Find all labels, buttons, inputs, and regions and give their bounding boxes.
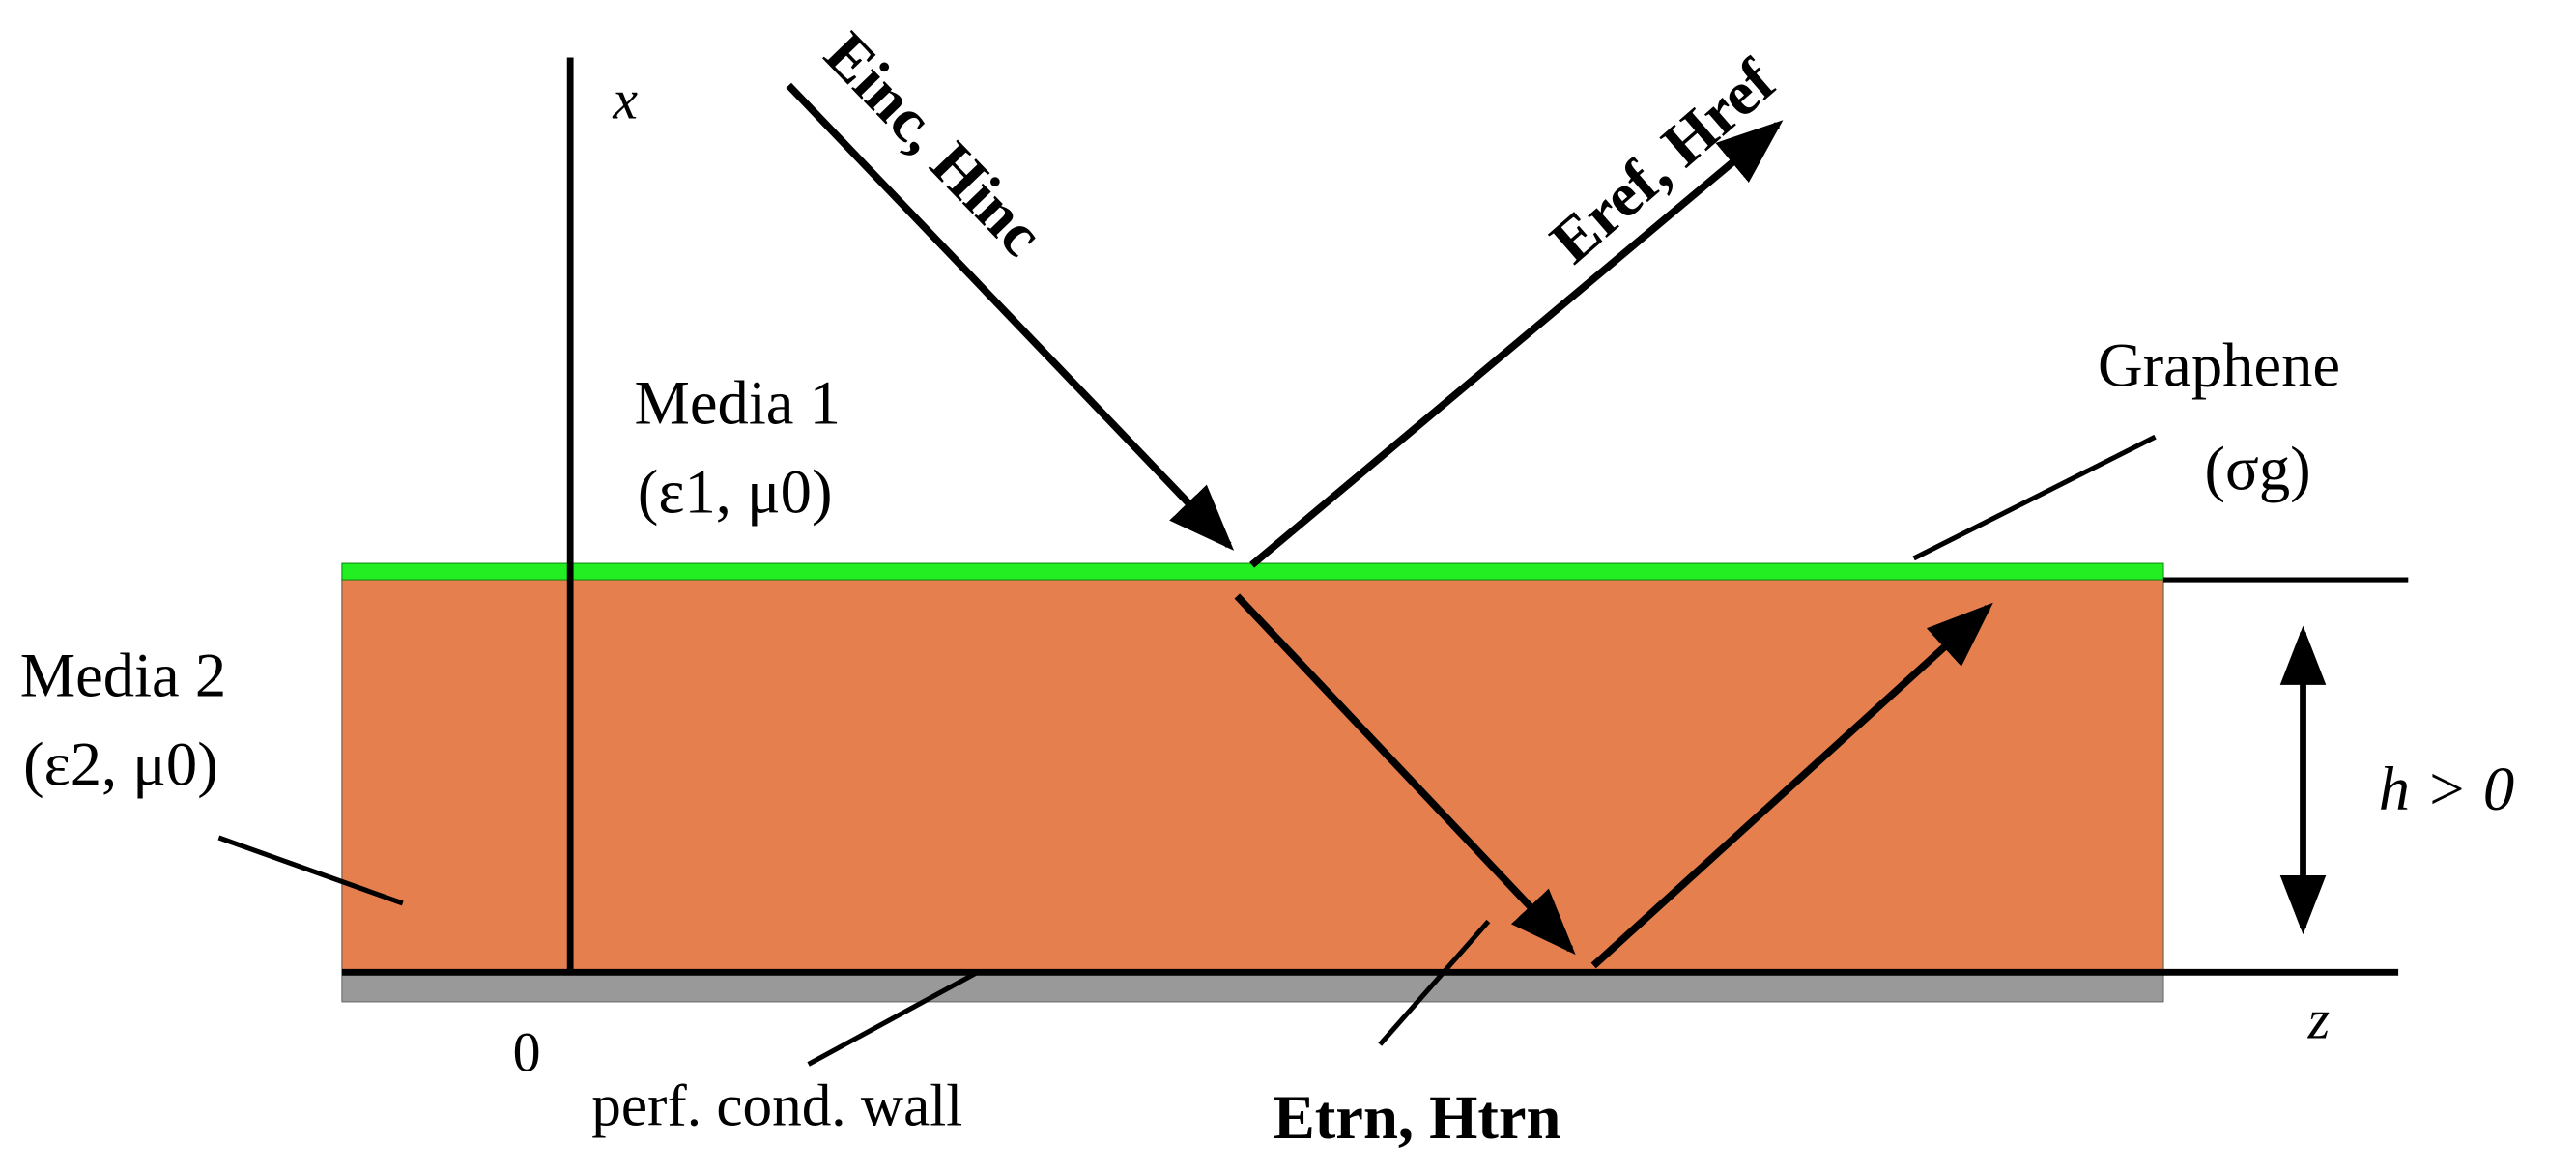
incident-arrow xyxy=(786,82,1235,551)
reflected-arrow xyxy=(1249,120,1784,568)
media1-name: Media 1 xyxy=(634,368,840,438)
graphene-param: (σg) xyxy=(2205,434,2311,504)
transmitted-label: Etrn, Htrn xyxy=(1274,1082,1561,1152)
graphene-leader xyxy=(1912,434,2157,561)
wall-label: perf. cond. wall xyxy=(591,1072,962,1138)
origin-label: 0 xyxy=(513,1021,541,1083)
reflected-label: Eref, Href xyxy=(1537,44,1789,276)
media2-name: Media 2 xyxy=(20,641,226,710)
transmitted-leader xyxy=(1378,919,1491,1046)
thickness-label: h > 0 xyxy=(2379,754,2514,823)
media1-params: (ε1, μ0) xyxy=(638,456,833,527)
z-axis-label: z xyxy=(2307,988,2331,1050)
media2-params: (ε2, μ0) xyxy=(23,729,218,800)
transmitted-arrow xyxy=(1234,593,1576,956)
media2-leader xyxy=(217,835,404,906)
media2-slab xyxy=(341,577,2164,973)
internal-reflected-arrow xyxy=(1590,602,1993,969)
pec-wall xyxy=(341,971,2164,1003)
graphene-name: Graphene xyxy=(2098,329,2340,399)
x-axis-label: x xyxy=(612,69,638,130)
wall-leader xyxy=(807,970,979,1067)
